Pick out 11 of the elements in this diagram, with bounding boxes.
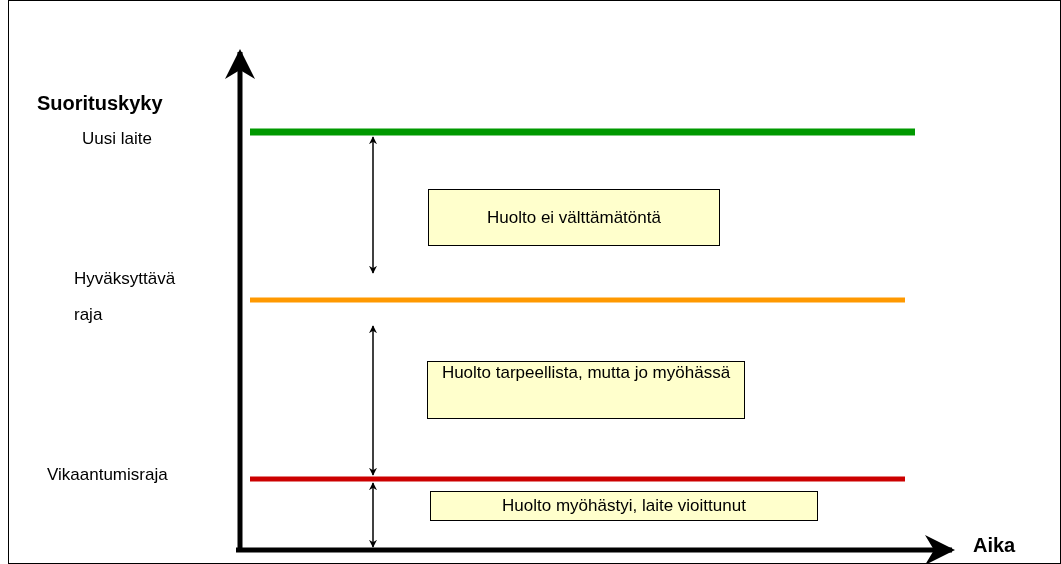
- axis-label: Aika: [973, 533, 1016, 558]
- axis-label: Hyväksyttävä raja: [74, 268, 177, 326]
- box-text: Huolto tarpeellista, mutta jo myöhässä: [441, 362, 731, 384]
- note-box: [427, 361, 745, 419]
- box-text: Huolto myöhästyi, laite vioittunut: [502, 495, 746, 517]
- axis-label: Vikaantumisraja: [47, 464, 168, 486]
- axis-label: Uusi laite: [82, 128, 152, 150]
- note-box: [428, 189, 720, 246]
- note-box: [430, 491, 818, 521]
- box-text: Huolto ei välttämätöntä: [487, 206, 661, 229]
- axis-label: Suorituskyky: [37, 91, 163, 116]
